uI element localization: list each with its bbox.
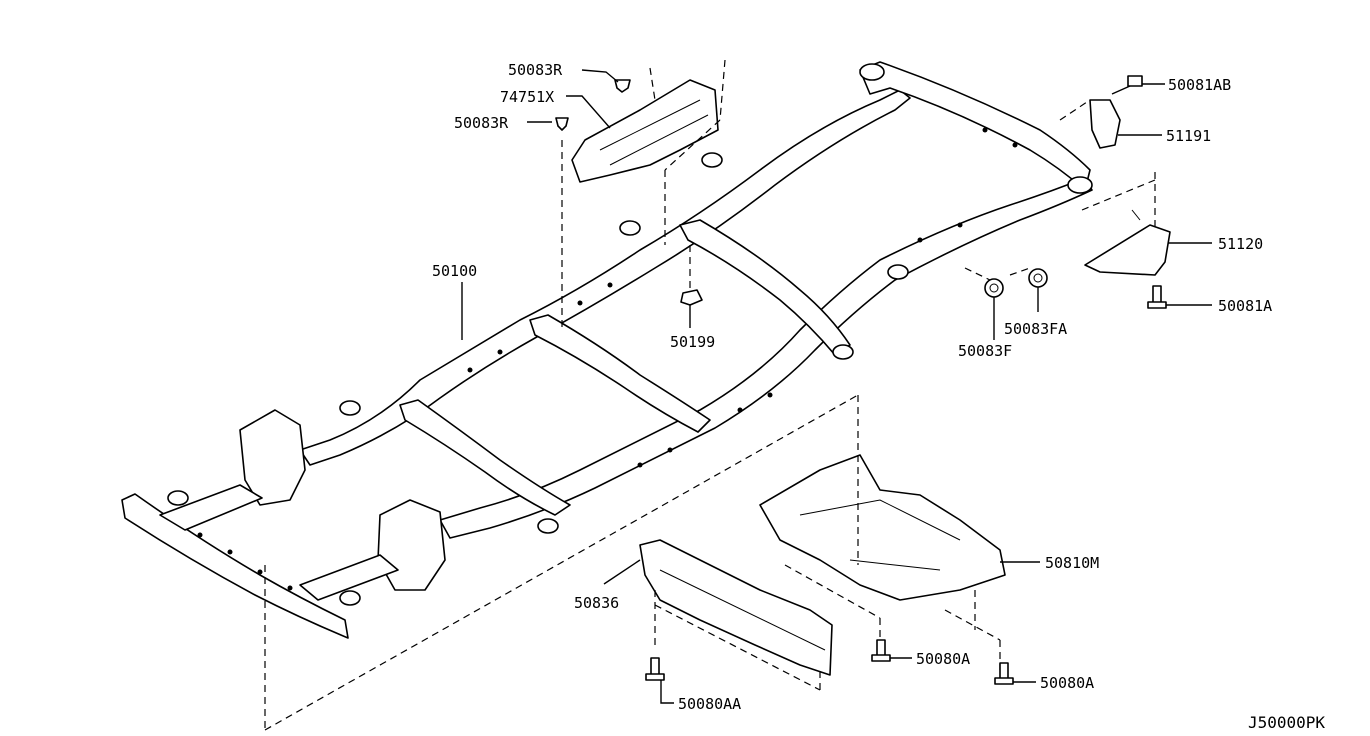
frame-assembly[interactable] <box>121 61 1093 639</box>
label-74751x: 74751X <box>500 88 554 106</box>
mount-50083f[interactable] <box>984 278 1004 298</box>
label-51120: 51120 <box>1218 235 1263 253</box>
mount-50083fa[interactable] <box>1028 268 1048 288</box>
label-50100: 50100 <box>432 262 477 280</box>
label-50080a-mid: 50080A <box>916 650 970 668</box>
label-51191: 51191 <box>1166 127 1211 145</box>
nut-50199[interactable] <box>680 245 703 306</box>
clip-50083r-top[interactable] <box>614 79 631 93</box>
bolt-50080a-mid[interactable] <box>871 639 891 662</box>
under-cover-50810m[interactable] <box>759 454 1006 601</box>
label-50083r-top: 50083R <box>508 61 563 79</box>
diagram-id: J50000PK <box>1248 713 1325 732</box>
label-50081a: 50081A <box>1218 297 1272 315</box>
bolt-50081a[interactable] <box>1147 285 1167 309</box>
leader-lines <box>461 69 1212 704</box>
label-50083f: 50083F <box>958 342 1012 360</box>
label-50836: 50836 <box>574 594 619 612</box>
bracket-51120[interactable] <box>1084 209 1171 276</box>
bolt-50081ab[interactable] <box>1111 75 1143 95</box>
label-50810m: 50810M <box>1045 554 1099 572</box>
label-50080aa: 50080AA <box>678 695 741 713</box>
label-50080a-right: 50080A <box>1040 674 1094 692</box>
clip-50083r-left[interactable] <box>555 117 569 131</box>
label-50199: 50199 <box>670 333 715 351</box>
label-50083fa: 50083FA <box>1004 320 1067 338</box>
bracket-51191[interactable] <box>1089 99 1121 149</box>
guard-50836[interactable] <box>639 539 833 676</box>
label-50081ab: 50081AB <box>1168 76 1231 94</box>
bolt-50080aa[interactable] <box>645 657 665 681</box>
label-50083r-left: 50083R <box>454 114 509 132</box>
bolt-50080a-right[interactable] <box>994 662 1014 685</box>
heat-shield-74751x[interactable] <box>571 79 719 183</box>
